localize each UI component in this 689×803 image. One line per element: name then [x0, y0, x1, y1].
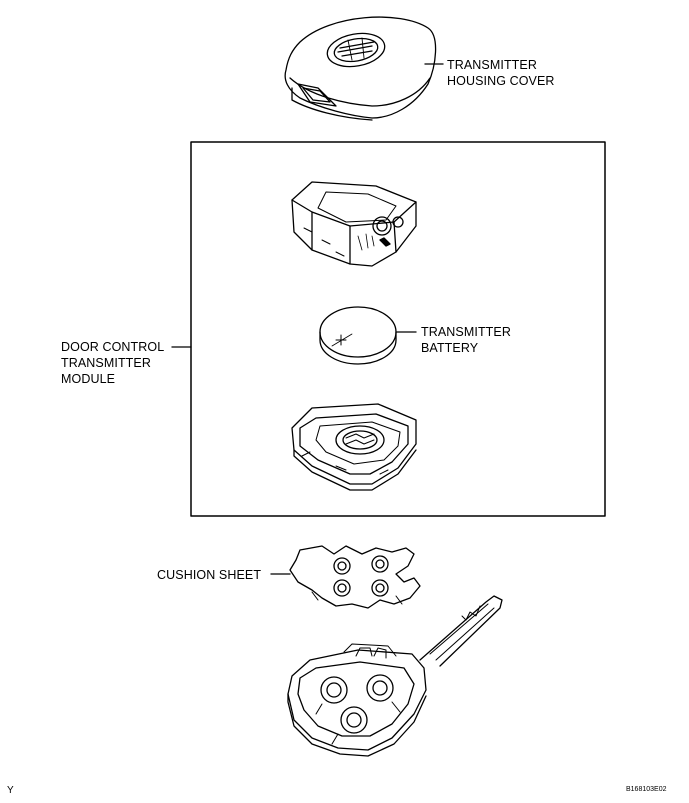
cushion-sheet	[289, 545, 421, 609]
housing-cover-label-line2: HOUSING COVER	[447, 74, 555, 88]
footer-left-mark: Y	[7, 785, 14, 796]
module-label: DOOR CONTROL TRANSMITTER MODULE	[61, 339, 164, 387]
key-case-base	[287, 643, 427, 757]
module-frame	[190, 141, 606, 517]
transmitter-module-top	[291, 181, 417, 267]
cushion-sheet-label-text: CUSHION SHEET	[157, 568, 262, 582]
cushion-sheet-label: CUSHION SHEET	[157, 567, 261, 583]
transmitter-battery	[319, 306, 397, 365]
figure-code: B168103E02	[626, 786, 667, 793]
battery-label-line1: TRANSMITTER	[421, 325, 511, 339]
battery-label-line2: BATTERY	[421, 341, 479, 355]
transmitter-housing-cover	[284, 16, 437, 121]
key-blade	[419, 595, 503, 667]
module-label-line3: MODULE	[61, 372, 116, 386]
transmitter-module-base	[291, 403, 417, 491]
housing-cover-label-line1: TRANSMITTER	[447, 58, 537, 72]
module-label-line1: DOOR CONTROL	[61, 340, 165, 354]
housing-cover-label: TRANSMITTER HOUSING COVER	[447, 57, 555, 89]
battery-label: TRANSMITTER BATTERY	[421, 324, 511, 356]
module-label-line2: TRANSMITTER	[61, 356, 151, 370]
